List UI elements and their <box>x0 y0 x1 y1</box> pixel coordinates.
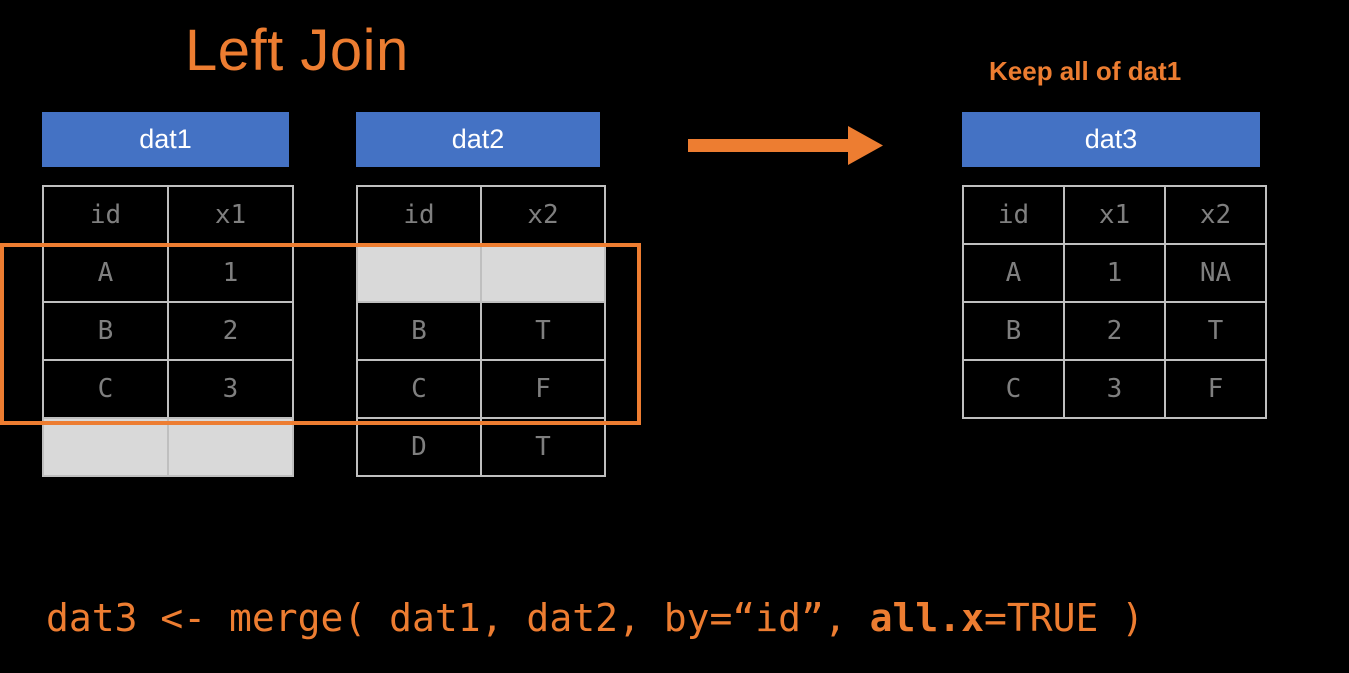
table-header-dat2-label: dat2 <box>451 124 505 154</box>
join-arrow-icon <box>688 120 883 172</box>
table-cell: A <box>962 243 1065 303</box>
table-cell-empty <box>356 243 482 303</box>
column-header-id: id <box>42 185 169 245</box>
table-cell: C <box>356 359 482 419</box>
table-cell: 1 <box>1063 243 1166 303</box>
table-cell: T <box>1164 301 1267 361</box>
column-header-x1: x1 <box>167 185 294 245</box>
column-header-id: id <box>356 185 482 245</box>
code-suffix: =TRUE ) <box>984 596 1145 640</box>
column-header-x2: x2 <box>480 185 606 245</box>
table-cell: A <box>42 243 169 303</box>
table-row <box>42 417 294 477</box>
column-header-x1: x1 <box>1063 185 1166 245</box>
table-cell: T <box>480 301 606 361</box>
table-cell: D <box>356 417 482 477</box>
table-cell: 3 <box>1063 359 1166 419</box>
table-cell: T <box>480 417 606 477</box>
table-header-dat3: dat3 <box>962 112 1260 167</box>
table-cell: 2 <box>167 301 294 361</box>
table-cell: F <box>1164 359 1267 419</box>
table-cell: 1 <box>167 243 294 303</box>
table-cell-empty <box>42 417 169 477</box>
table-cell: B <box>356 301 482 361</box>
code-bold-arg: all.x <box>869 596 984 640</box>
table-cell: C <box>962 359 1065 419</box>
table-cell: 3 <box>167 359 294 419</box>
code-line: dat3 <- merge( dat1, dat2, by=“id”, all.… <box>46 596 1144 640</box>
table-row <box>356 243 606 303</box>
table-cell: 2 <box>1063 301 1166 361</box>
table-header-dat2: dat2 <box>356 112 600 167</box>
code-prefix: dat3 <- merge( dat1, dat2, by=“id”, <box>46 596 870 640</box>
table-cell-empty <box>167 417 294 477</box>
keep-all-caption: Keep all of dat1 <box>989 56 1182 86</box>
table-header-dat3-label: dat3 <box>1084 124 1138 154</box>
table-cell: NA <box>1164 243 1267 303</box>
column-header-x2: x2 <box>1164 185 1267 245</box>
table-cell: B <box>962 301 1065 361</box>
table-cell: B <box>42 301 169 361</box>
page-title: Left Join <box>185 18 409 83</box>
table-cell: F <box>480 359 606 419</box>
table-cell-empty <box>480 243 606 303</box>
column-header-id: id <box>962 185 1065 245</box>
table-cell: C <box>42 359 169 419</box>
table-header-dat1-label: dat1 <box>139 124 192 154</box>
table-header-dat1: dat1 <box>42 112 289 167</box>
